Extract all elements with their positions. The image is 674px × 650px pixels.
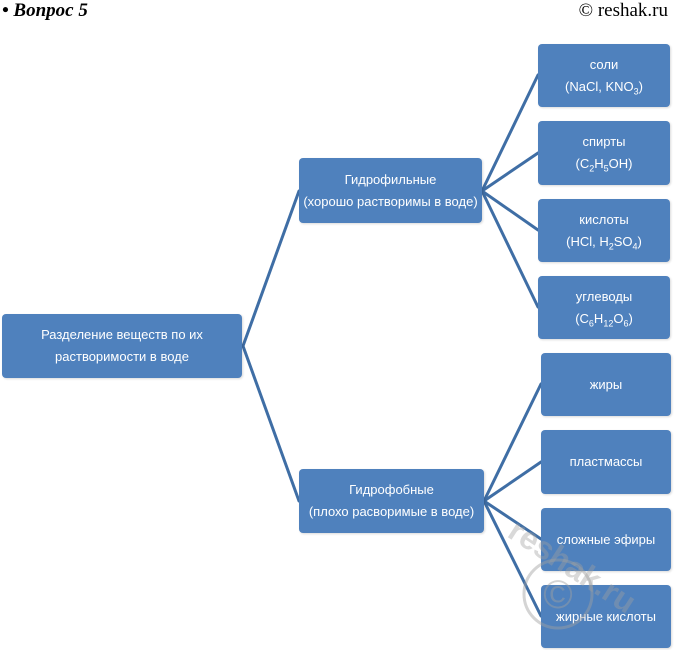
leaf-plastics-name: пластмассы	[569, 454, 643, 469]
leaf-acids-formula: (HCl, H2SO4)	[566, 233, 642, 252]
link-hydrophobic-fattyacids	[482, 499, 543, 618]
link-hydrophilic-acids	[480, 189, 540, 232]
copyright-text: © reshak.ru	[578, 0, 668, 21]
leaf-salts-formula: (NaCl, KNO3)	[565, 78, 643, 97]
leaf-alcohols: спирты (C2H5OH)	[538, 121, 670, 185]
root-node: Разделение веществ по их растворимости в…	[2, 314, 242, 378]
link-hydrophobic-esters	[482, 499, 543, 541]
leaf-salts-name: соли	[589, 56, 619, 72]
leaf-salts: соли (NaCl, KNO3)	[538, 44, 670, 107]
leaf-fats: жиры	[541, 353, 671, 416]
leaf-fats-name: жиры	[589, 376, 623, 392]
leaf-acids-name: кислоты	[579, 211, 629, 227]
link-hydrophilic-alcohols	[480, 151, 540, 193]
leaf-alcohols-name: спирты	[582, 134, 626, 149]
leaf-plastics: пластмассы	[541, 430, 671, 494]
leaf-carbohydrates: углеводы (C6H12O6)	[538, 276, 670, 339]
link-hydrophobic-plastics	[482, 460, 543, 503]
hydrophilic-sub: (хорошо растворимы в воде)	[303, 193, 478, 209]
link-root-hydrophobic	[241, 344, 301, 503]
root-line1: Разделение веществ по их	[41, 327, 203, 342]
hydrophobic-sub: (плохо расворимые в воде)	[308, 504, 475, 519]
link-hydrophobic-fats	[482, 382, 543, 503]
link-hydrophilic-salts	[480, 73, 540, 193]
leaf-fatty-acids-name: жирные кислоты	[556, 608, 656, 624]
link-root-hydrophilic	[241, 189, 301, 348]
leaf-alcohols-formula: (C2H5OH)	[575, 156, 633, 174]
root-line2: растворимости в воде	[55, 349, 189, 364]
leaf-fatty-acids: жирные кислоты	[541, 585, 671, 648]
leaf-acids: кислоты (HCl, H2SO4)	[538, 199, 670, 262]
leaf-esters-name: сложные эфиры	[556, 531, 656, 547]
hydrophilic-label: Гидрофильные	[344, 171, 437, 187]
leaf-carbohydrates-name: углеводы	[575, 288, 633, 304]
leaf-esters: сложные эфиры	[541, 508, 671, 571]
hydrophobic-node: Гидрофобные (плохо расворимые в воде)	[299, 469, 484, 533]
question-title: • Вопрос 5	[2, 0, 88, 21]
leaf-carbohydrates-formula: (C6H12O6)	[575, 310, 633, 329]
hydrophobic-label: Гидрофобные	[349, 482, 434, 497]
hydrophilic-node: Гидрофильные (хорошо растворимы в воде)	[299, 158, 482, 223]
link-hydrophilic-carbs	[480, 189, 540, 309]
